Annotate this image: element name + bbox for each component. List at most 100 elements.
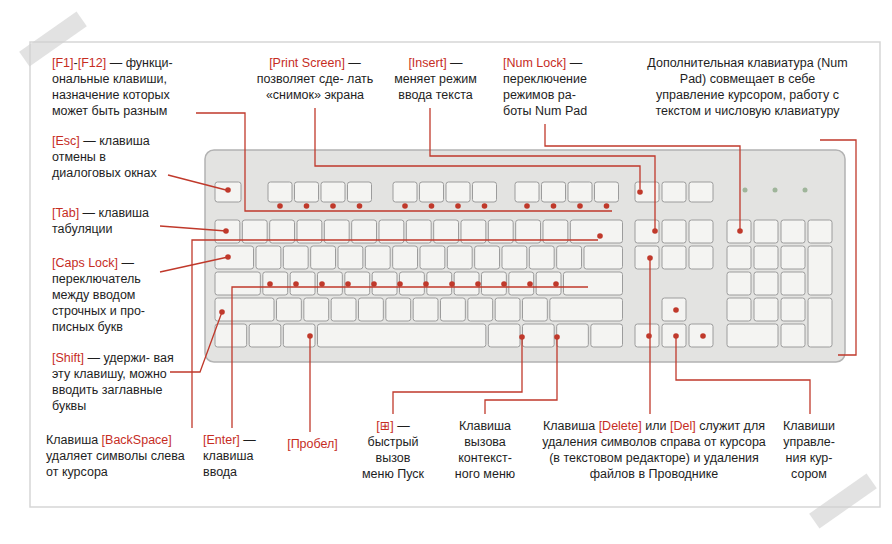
keyboard-key (331, 298, 356, 321)
callout-text: [Caps Lock] — переключатель между вводом… (52, 255, 167, 335)
leader-line (485, 339, 557, 414)
keyboard-key (215, 182, 241, 202)
keyboard-key (256, 246, 281, 269)
leader-line (393, 339, 522, 414)
callout-text: [Print Screen] — позволяет сде- лать «сн… (250, 55, 380, 103)
leader-dot (267, 281, 273, 287)
leader-line (160, 226, 226, 231)
keyboard-key (754, 246, 778, 269)
leader-line (160, 257, 228, 272)
keyboard-key (488, 324, 520, 347)
keyboard-key (727, 272, 751, 295)
leader-group (160, 108, 856, 432)
keyboard-key (536, 272, 561, 295)
keyboard-key (662, 324, 686, 347)
keyboard-key (689, 246, 713, 269)
leader-dot (397, 281, 403, 287)
keyboard-key (727, 298, 751, 321)
keyboard-key (727, 220, 751, 243)
leader-line (170, 312, 222, 372)
keyboard-key (754, 220, 778, 243)
keyboard-key (529, 246, 554, 269)
leader-dot (304, 203, 310, 209)
keyboard-key (475, 246, 500, 269)
keyboard-key (441, 298, 466, 321)
indicator-light (743, 188, 748, 193)
keyboard-key (304, 298, 329, 321)
leader-dot (647, 255, 653, 261)
leader-line (196, 113, 612, 211)
leader-dot (319, 281, 325, 287)
leader-dot (219, 309, 225, 315)
keyboard-key (568, 182, 592, 202)
leader-line (820, 140, 856, 355)
leader-dot (551, 203, 557, 209)
indicator-light (773, 188, 778, 193)
leader-dot (646, 333, 652, 339)
keyboard-key (393, 182, 417, 202)
indicator-light (803, 188, 808, 193)
keyboard-key (635, 246, 659, 269)
leader-dot (475, 281, 481, 287)
keyboard-key (215, 298, 274, 321)
leader-dot (519, 334, 525, 340)
keyboard-key (781, 272, 805, 295)
leader-dot (554, 334, 560, 340)
leader-dot (482, 203, 488, 209)
callout-text: Клавиша [BackSpace] удаляет символы слев… (46, 432, 191, 480)
keyboard-key (359, 298, 384, 321)
leader-dot (673, 307, 679, 313)
keyboard-key (295, 182, 319, 202)
keyboard-key (215, 324, 247, 347)
keyboard-key (662, 246, 686, 269)
keyboard-key (502, 246, 527, 269)
leader-dot (225, 254, 231, 260)
keyboard-key (515, 182, 539, 202)
keyboard-key (564, 272, 623, 295)
leader-dot (673, 333, 679, 339)
leader-dot (652, 228, 658, 234)
leader-dot (501, 281, 507, 287)
leader-dot (402, 203, 408, 209)
keyboard-key (365, 246, 390, 269)
keyboard-key (447, 246, 472, 269)
leader-line (192, 240, 598, 428)
keyboard-key (550, 298, 623, 321)
keyboard-key (557, 324, 589, 347)
leader-dot (423, 281, 429, 287)
callout-text: [Shift] — удержи- вая эту клавишу, можно… (52, 350, 174, 414)
keyboard-key (509, 272, 534, 295)
keyboard-key (215, 272, 260, 295)
keyboard-key (557, 246, 582, 269)
keyboard-key (482, 272, 507, 295)
keyboard-key (420, 182, 444, 202)
keyboard-key (268, 182, 292, 202)
keyboard-key (689, 220, 713, 243)
keyboard-key (345, 272, 370, 295)
leader-dot (223, 228, 229, 234)
keyboard-key (591, 324, 623, 347)
keyboard-key (635, 324, 659, 347)
keyboard-key (808, 220, 832, 243)
keyboard-key (662, 220, 686, 243)
leader-line (430, 108, 655, 229)
keyboard-key (263, 272, 288, 295)
keyboard-key (808, 298, 832, 347)
leader-dot (429, 203, 435, 209)
callout-text: [Num Lock] — переключение режимов ра- бо… (503, 55, 603, 119)
keyboard-key (523, 298, 548, 321)
keyboard-key (277, 298, 302, 321)
callout-text: [Esc] — клавиша отмены в диалоговых окна… (52, 133, 177, 181)
leader-line (309, 338, 310, 432)
keyboard-key (781, 220, 805, 243)
callout-text: Клавиша вызова контекст- ного меню (446, 418, 524, 482)
leader-dot (357, 203, 363, 209)
leader-dot (277, 203, 283, 209)
leader-dot (449, 281, 455, 287)
keyboard-key (662, 182, 686, 202)
keyboard-key (781, 298, 805, 321)
keyboard-key (420, 246, 445, 269)
tape-strip (809, 474, 877, 529)
leader-dot (527, 281, 533, 287)
